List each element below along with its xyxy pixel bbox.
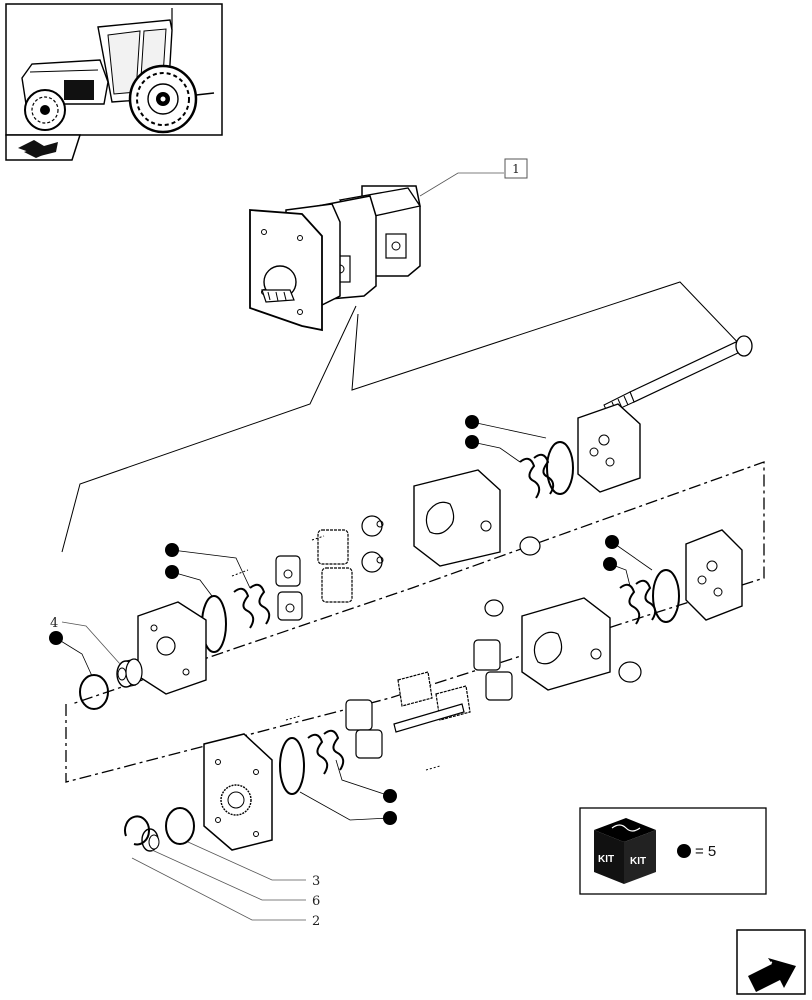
kit-dot-icon (165, 543, 179, 557)
legend-equals-text: = 5 (695, 843, 716, 860)
kit-legend: KIT KIT = 5 (579, 807, 767, 895)
callout-snap-ring: 2 (312, 914, 320, 929)
spacer-part (141, 828, 160, 852)
kit-dot-icon (603, 557, 617, 571)
tractor-thumbnail-icon[interactable] (5, 3, 223, 136)
section-pages-icon[interactable] (5, 134, 82, 161)
kit-dot-icon (383, 811, 397, 825)
explosion-lines (61, 281, 746, 553)
pump-assembly (249, 185, 422, 332)
rear-seal-set (519, 441, 574, 499)
callout-seal-ring: 3 (312, 874, 320, 889)
rear-seal-ring-a (519, 457, 541, 499)
rear-gear-pair (311, 515, 384, 603)
kit-box-icon: KIT KIT (594, 818, 656, 884)
front-gear-set (285, 639, 513, 771)
kit-dot-icon (383, 789, 397, 803)
through-bolt (603, 335, 753, 415)
front-snap-ring (79, 674, 109, 710)
lower-seal-set (279, 729, 345, 795)
front-body-plate (137, 601, 207, 695)
assembly-boundary (65, 461, 765, 783)
front-seal-set (201, 583, 271, 653)
middle-flange-plate (685, 529, 743, 621)
kit-dot-icon (465, 435, 479, 449)
rear-seal-ring-b (533, 453, 555, 495)
kit-label-right: KIT (630, 856, 646, 867)
kit-dot-icon (165, 565, 179, 579)
front-mounting-flange (203, 733, 273, 851)
next-page-arrow-icon[interactable] (736, 929, 806, 995)
reference-callout: 1 (419, 158, 528, 197)
reference-number: 1 (512, 162, 520, 176)
kit-markers (49, 415, 653, 825)
snap-ring-part (124, 815, 150, 846)
washer-part (116, 658, 143, 688)
kit-dot-icon (465, 415, 479, 429)
kit-label-left: KIT (598, 854, 614, 865)
shaft-seal-ring (165, 807, 195, 845)
reference-box (504, 158, 528, 179)
rear-cover (577, 403, 641, 493)
callout-spacer: 6 (312, 894, 320, 909)
rear-o-ring (546, 441, 574, 495)
front-pump-body (484, 597, 642, 691)
front-bushings (231, 555, 303, 621)
middle-seal-set (619, 569, 680, 625)
part-callouts: 4 3 6 2 (50, 616, 320, 929)
kit-dot-icon (49, 631, 63, 645)
callout-washer: 4 (50, 616, 58, 631)
kit-dot-icon (677, 844, 691, 858)
rear-pump-body (413, 469, 541, 567)
kit-dot-icon (605, 535, 619, 549)
